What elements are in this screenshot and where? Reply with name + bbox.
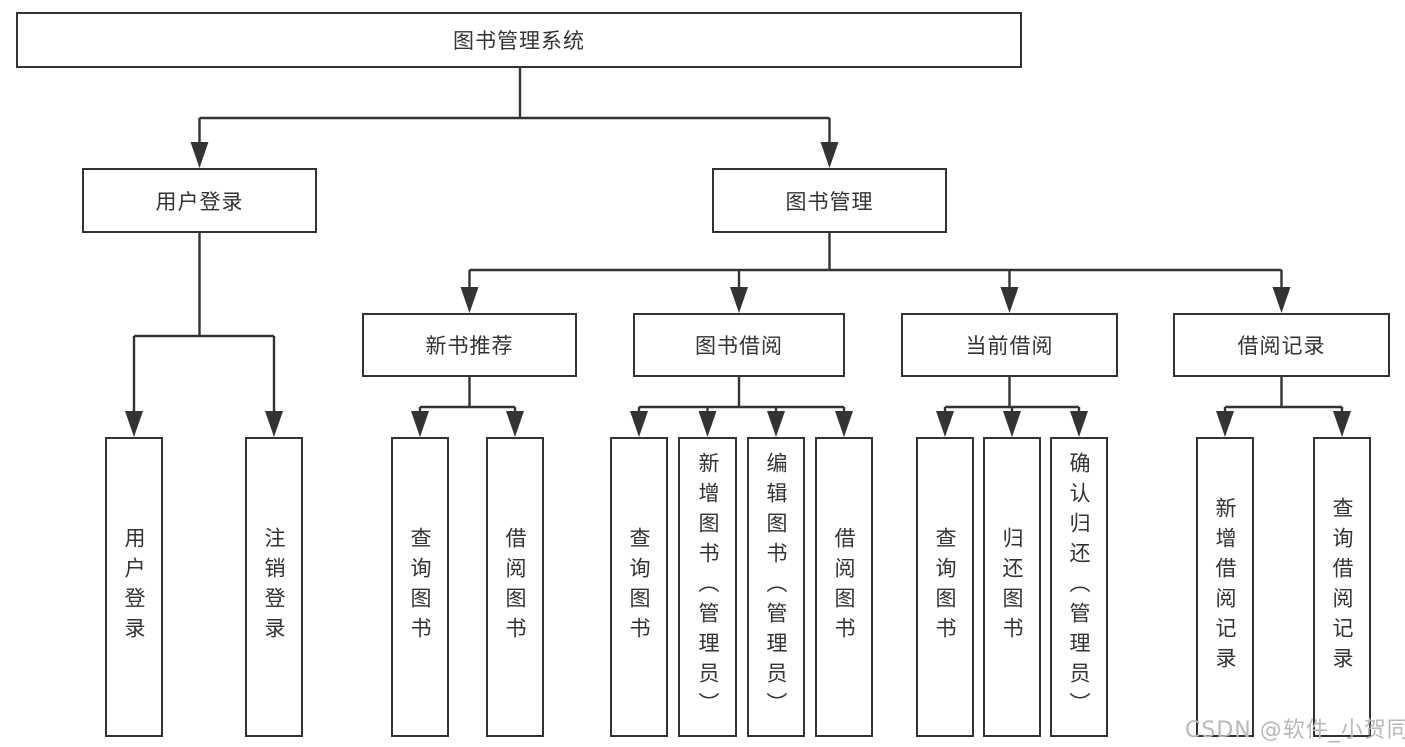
leaf-search-books-3: 查询图书 — [916, 437, 974, 737]
leaf-add-books-admin: 新增图书（管理员） — [678, 437, 737, 737]
leaf-user-login: 用户登录 — [105, 437, 163, 737]
leaf-search-books-1: 查询图书 — [391, 437, 449, 737]
node-book-borrowing: 图书借阅 — [633, 313, 845, 377]
node-new-book-recommend: 新书推荐 — [362, 313, 577, 377]
leaf-search-borrow-record: 查询借阅记录 — [1313, 437, 1371, 737]
watermark-text: CSDN @软件_小贺同学 — [1185, 718, 1405, 743]
leaf-borrow-books-2: 借阅图书 — [815, 437, 873, 737]
leaf-logout: 注销登录 — [245, 437, 303, 737]
leaf-borrow-books-1: 借阅图书 — [486, 437, 544, 737]
leaf-edit-books-admin: 编辑图书（管理员） — [747, 437, 805, 737]
leaf-return-books: 归还图书 — [983, 437, 1041, 737]
leaf-search-books-2: 查询图书 — [610, 437, 668, 737]
leaf-confirm-return-admin: 确认归还（管理员） — [1050, 437, 1108, 737]
leaf-add-borrow-record: 新增借阅记录 — [1196, 437, 1254, 737]
node-book-management: 图书管理 — [712, 168, 947, 233]
node-current-borrowing: 当前借阅 — [901, 313, 1118, 377]
node-library-management-system: 图书管理系统 — [16, 12, 1022, 68]
node-borrow-records: 借阅记录 — [1173, 313, 1390, 377]
node-user-login: 用户登录 — [82, 168, 317, 233]
